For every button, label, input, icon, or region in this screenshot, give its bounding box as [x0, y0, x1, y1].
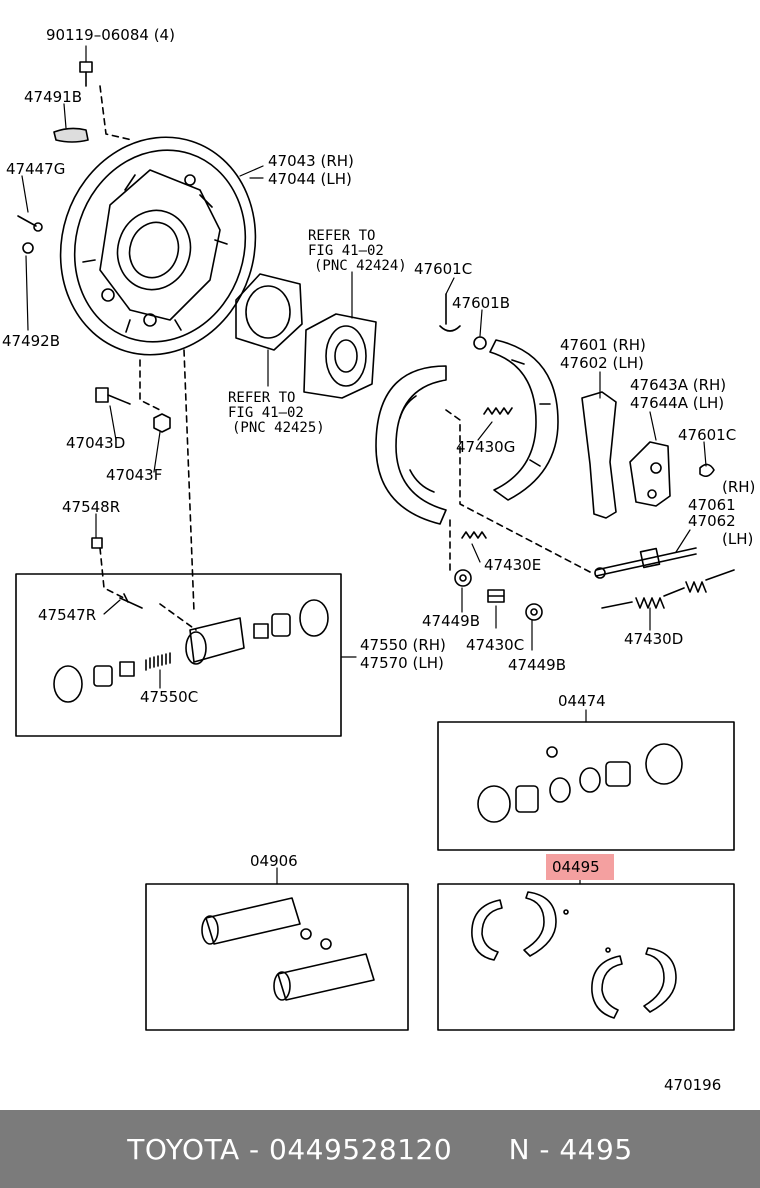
label-refer-1b: FIG 41–02: [308, 243, 384, 259]
adjuster-47061[interactable]: [594, 547, 697, 579]
label-47044-lh[interactable]: 47044 (LH): [268, 170, 352, 188]
pin-47601c[interactable]: [439, 293, 461, 332]
label-47550-rh[interactable]: 47550 (RH): [360, 636, 446, 654]
label-47601-rh[interactable]: 47601 (RH): [560, 336, 646, 354]
seal-refer-42424[interactable]: [303, 313, 377, 399]
label-47430d[interactable]: 47430D: [624, 630, 683, 648]
kit-box-04474: [437, 721, 735, 851]
brake-shoe-kit-04495[interactable]: [471, 891, 677, 1019]
label-refer-2b: FIG 41–02: [228, 405, 304, 421]
cup-47449b-left[interactable]: [454, 569, 472, 587]
label-47449b-left[interactable]: 47449B: [422, 612, 480, 630]
label-47548r[interactable]: 47548R: [62, 498, 120, 516]
wheel-cylinder-box: [15, 573, 342, 737]
spring-47430c[interactable]: [487, 589, 505, 603]
label-47043-rh[interactable]: 47043 (RH): [268, 152, 354, 170]
spring-47430e[interactable]: [461, 531, 487, 539]
washer-47601b[interactable]: [473, 336, 487, 350]
footer-ref: N - 4495: [508, 1132, 633, 1166]
parts-diagram: 90119–06084 (4) 47491B 47447G 47492B 470…: [2, 26, 755, 1094]
label-47570-lh[interactable]: 47570 (LH): [360, 654, 444, 672]
nut-47043f[interactable]: [153, 413, 171, 433]
bleeder-47547r[interactable]: [119, 593, 143, 609]
nut-47492b[interactable]: [22, 242, 34, 254]
highlight-04495: [546, 854, 614, 880]
label-47449b-right[interactable]: 47449B: [508, 656, 566, 674]
label-47644a[interactable]: 47644A (LH): [630, 394, 724, 412]
label-47550c[interactable]: 47550C: [140, 688, 198, 706]
label-47430e[interactable]: 47430E: [484, 556, 541, 574]
bolt-90119[interactable]: [79, 61, 93, 87]
label-47643a[interactable]: 47643A (RH): [630, 376, 726, 394]
label-90119[interactable]: 90119–06084 (4): [46, 26, 175, 44]
bolt-47447g[interactable]: [17, 215, 43, 232]
backing-plate-47043[interactable]: [33, 112, 284, 381]
kit-box-04906: [145, 883, 409, 1031]
footer-gap: [452, 1133, 508, 1166]
label-refer-1a: REFER TO: [308, 228, 375, 244]
label-47602-lh[interactable]: 47602 (LH): [560, 354, 644, 372]
plate-47643a[interactable]: [629, 441, 671, 507]
label-47601c-top[interactable]: 47601C: [414, 260, 472, 278]
cylinder-kit-04474[interactable]: [477, 743, 683, 823]
label-47547r[interactable]: 47547R: [38, 606, 96, 624]
cylinder-kit-04906[interactable]: [201, 897, 375, 1001]
label-47601b[interactable]: 47601B: [452, 294, 510, 312]
label-47430c[interactable]: 47430C: [466, 636, 524, 654]
label-04474[interactable]: 04474: [558, 692, 606, 710]
kit-box-04495: [437, 883, 735, 1031]
label-04495[interactable]: 04495: [552, 858, 600, 876]
bolt-47548r[interactable]: [91, 537, 103, 549]
plug-47491b[interactable]: [53, 127, 89, 143]
label-refer-1c[interactable]: (PNC 42424): [314, 258, 407, 274]
label-47601c-right[interactable]: 47601C: [678, 426, 736, 444]
spring-47430g[interactable]: [483, 407, 513, 415]
label-04906[interactable]: 04906: [250, 852, 298, 870]
label-47430g[interactable]: 47430G: [456, 438, 515, 456]
label-47043f[interactable]: 47043F: [106, 466, 162, 484]
diagram-id: 470196: [664, 1076, 721, 1094]
bolt-47043d[interactable]: [95, 387, 131, 405]
label-47491b[interactable]: 47491B: [24, 88, 82, 106]
spring-47550c[interactable]: [145, 652, 171, 671]
label-47061-rh: (RH): [722, 478, 755, 496]
wheel-cylinder-47550[interactable]: [53, 599, 329, 703]
label-47062[interactable]: 47062: [688, 512, 736, 530]
brake-shoe-rear[interactable]: [489, 339, 559, 501]
label-47447g[interactable]: 47447G: [6, 160, 65, 178]
label-47061[interactable]: 47061: [688, 496, 736, 514]
footer-part-number: 0449528120: [269, 1132, 453, 1166]
cup-47449b-right[interactable]: [525, 603, 543, 621]
footer-bar: TOYOTA - 0449528120 N - 4495: [0, 1110, 760, 1188]
label-refer-2c[interactable]: (PNC 42425): [232, 420, 325, 436]
spring-47430d[interactable]: [601, 569, 735, 609]
clip-47601c[interactable]: [699, 463, 715, 478]
label-refer-2a: REFER TO: [228, 390, 295, 406]
label-47492b[interactable]: 47492B: [2, 332, 60, 350]
gasket-refer-42425[interactable]: [235, 273, 303, 351]
footer-sep: -: [239, 1132, 270, 1166]
brake-shoe-front[interactable]: [375, 365, 447, 525]
label-47043d[interactable]: 47043D: [66, 434, 125, 452]
footer-brand: TOYOTA: [127, 1132, 240, 1166]
label-47062-lh: (LH): [722, 530, 753, 548]
lever-47601[interactable]: [581, 391, 617, 519]
